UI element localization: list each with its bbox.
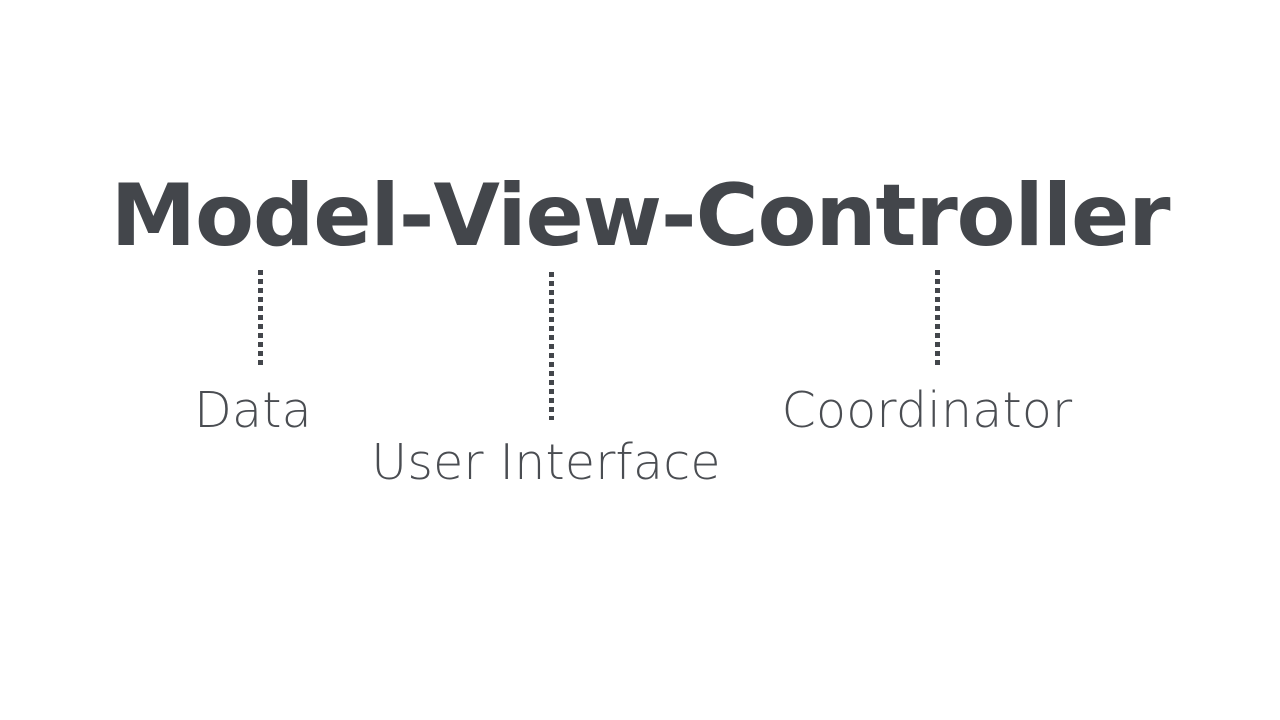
title-word-controller: Controller: [695, 166, 1171, 266]
annotation-label-model: Data: [194, 382, 312, 439]
dotted-connector-view-icon: [549, 272, 554, 420]
dotted-connector-controller-icon: [935, 270, 940, 365]
title-separator-2: -: [660, 166, 697, 266]
annotation-label-controller: Coordinator: [781, 382, 1073, 439]
annotation-label-view: User Interface: [371, 434, 721, 491]
dotted-connector-model-icon: [258, 270, 263, 365]
page-title: Model - View - Controller: [0, 168, 1280, 264]
title-word-view: View: [433, 166, 662, 266]
title-separator-1: -: [398, 166, 435, 266]
title-word-model: Model: [110, 166, 400, 266]
